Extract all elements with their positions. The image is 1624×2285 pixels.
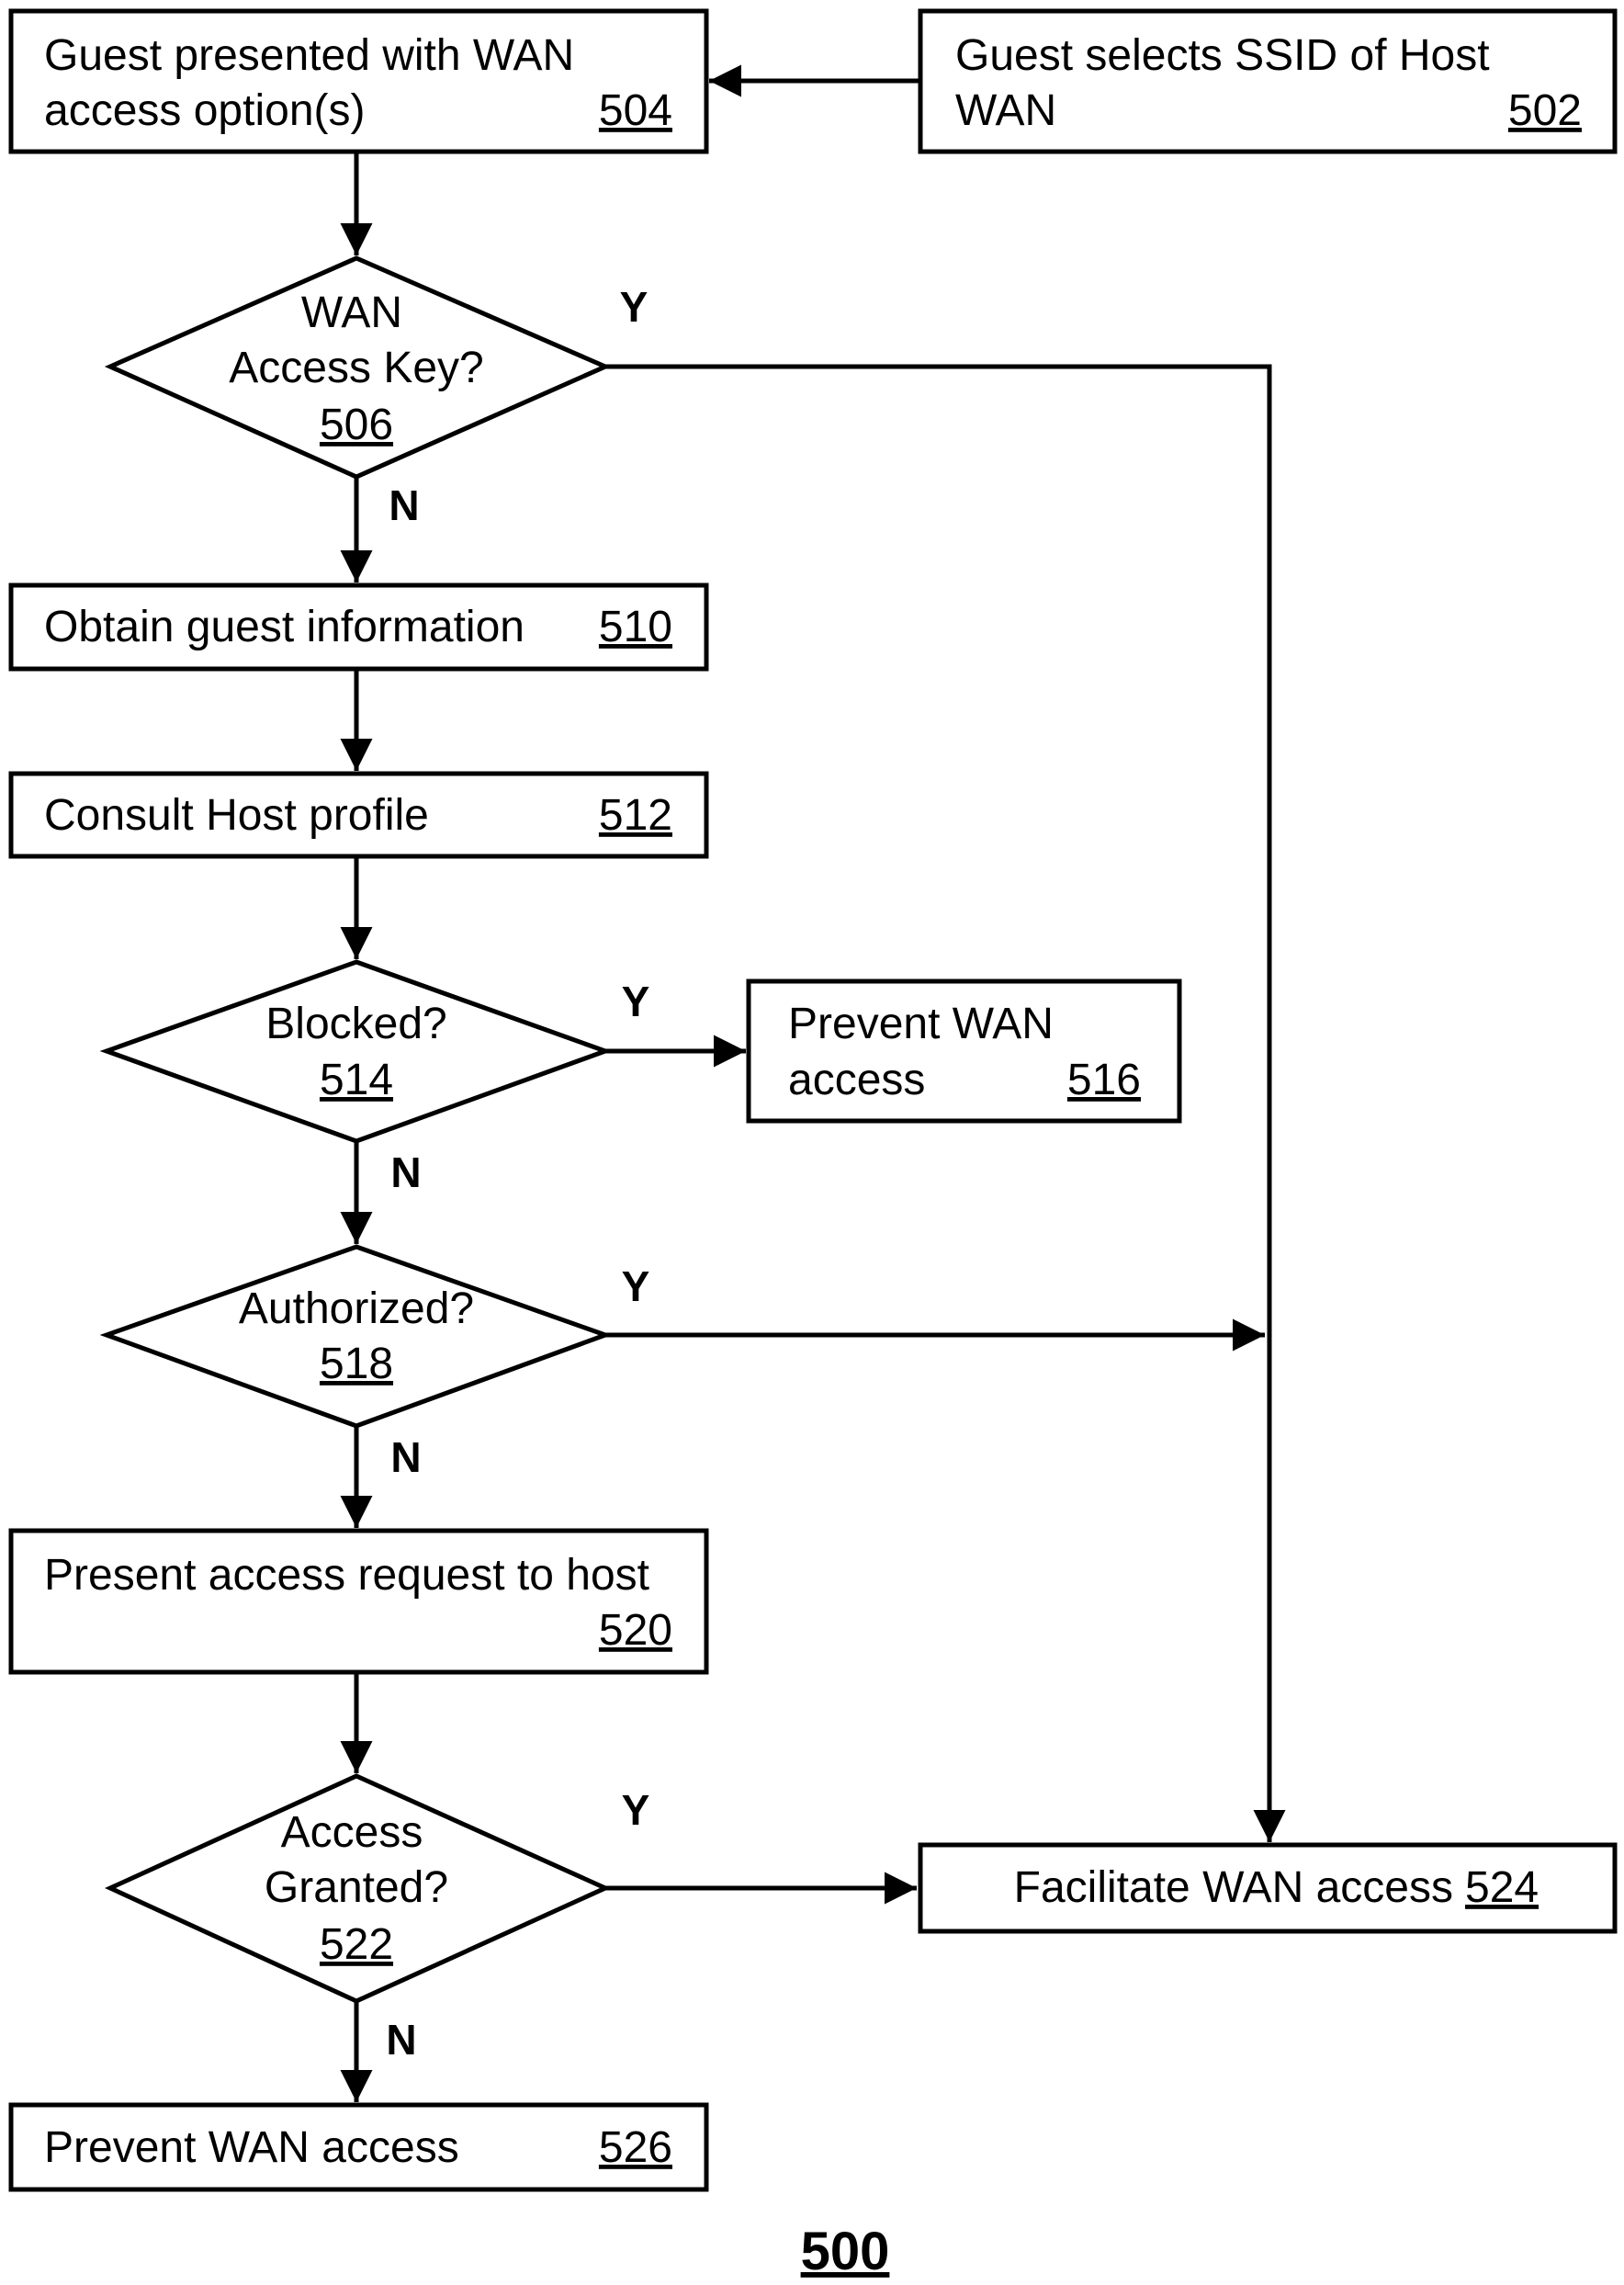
node-518-ref: 518: [320, 1340, 393, 1388]
node-510-ref: 510: [599, 603, 672, 651]
node-502-line-1: Guest selects SSID of Host: [955, 31, 1490, 80]
branch-label-514-no: N: [390, 1148, 421, 1196]
decision-diamond-514: [107, 962, 605, 1141]
branch-label-522-yes: Y: [622, 1786, 650, 1834]
node-526-line-1: Prevent WAN access: [44, 2123, 459, 2172]
node-518-line-1: Authorized?: [239, 1284, 474, 1333]
node-520-line-1: Present access request to host: [44, 1551, 649, 1600]
node-524-line-1: Facilitate WAN access: [1014, 1863, 1453, 1912]
branch-label-518-no: N: [390, 1433, 421, 1481]
node-504-line-1: Guest presented with WAN: [44, 31, 574, 80]
node-520-ref: 520: [599, 1606, 672, 1655]
node-506-line-2: Access Key?: [229, 344, 483, 392]
node-516-line-1: Prevent WAN: [788, 1000, 1054, 1048]
node-510-line-1: Obtain guest information: [44, 603, 524, 651]
figure-number: 500: [801, 2222, 890, 2281]
node-512-ref: 512: [599, 791, 672, 840]
decision-diamond-518: [107, 1247, 605, 1426]
node-502-line-2: WAN: [955, 86, 1056, 135]
node-526-ref: 526: [599, 2123, 672, 2172]
node-502-ref: 502: [1508, 86, 1582, 135]
node-516-ref: 516: [1067, 1056, 1141, 1104]
branch-label-514-yes: Y: [622, 978, 650, 1025]
node-522-ref: 522: [320, 1920, 393, 1969]
node-512-line-1: Consult Host profile: [44, 791, 429, 840]
node-524-ref: 524: [1465, 1863, 1539, 1912]
branch-label-506-no: N: [389, 481, 419, 529]
node-504-ref: 504: [599, 86, 672, 135]
node-522-line-1: Access: [281, 1808, 423, 1857]
node-506-line-1: WAN: [301, 288, 402, 337]
node-514-line-1: Blocked?: [265, 1000, 446, 1048]
node-516-line-2: access: [788, 1056, 925, 1104]
node-504-line-2: access option(s): [44, 86, 365, 135]
node-506-ref: 506: [320, 401, 393, 449]
branch-label-518-yes: Y: [622, 1262, 650, 1310]
branch-label-506-yes: Y: [620, 283, 648, 331]
node-522-line-2: Granted?: [265, 1863, 448, 1912]
branch-label-522-no: N: [386, 2016, 416, 2064]
node-514-ref: 514: [320, 1056, 393, 1104]
